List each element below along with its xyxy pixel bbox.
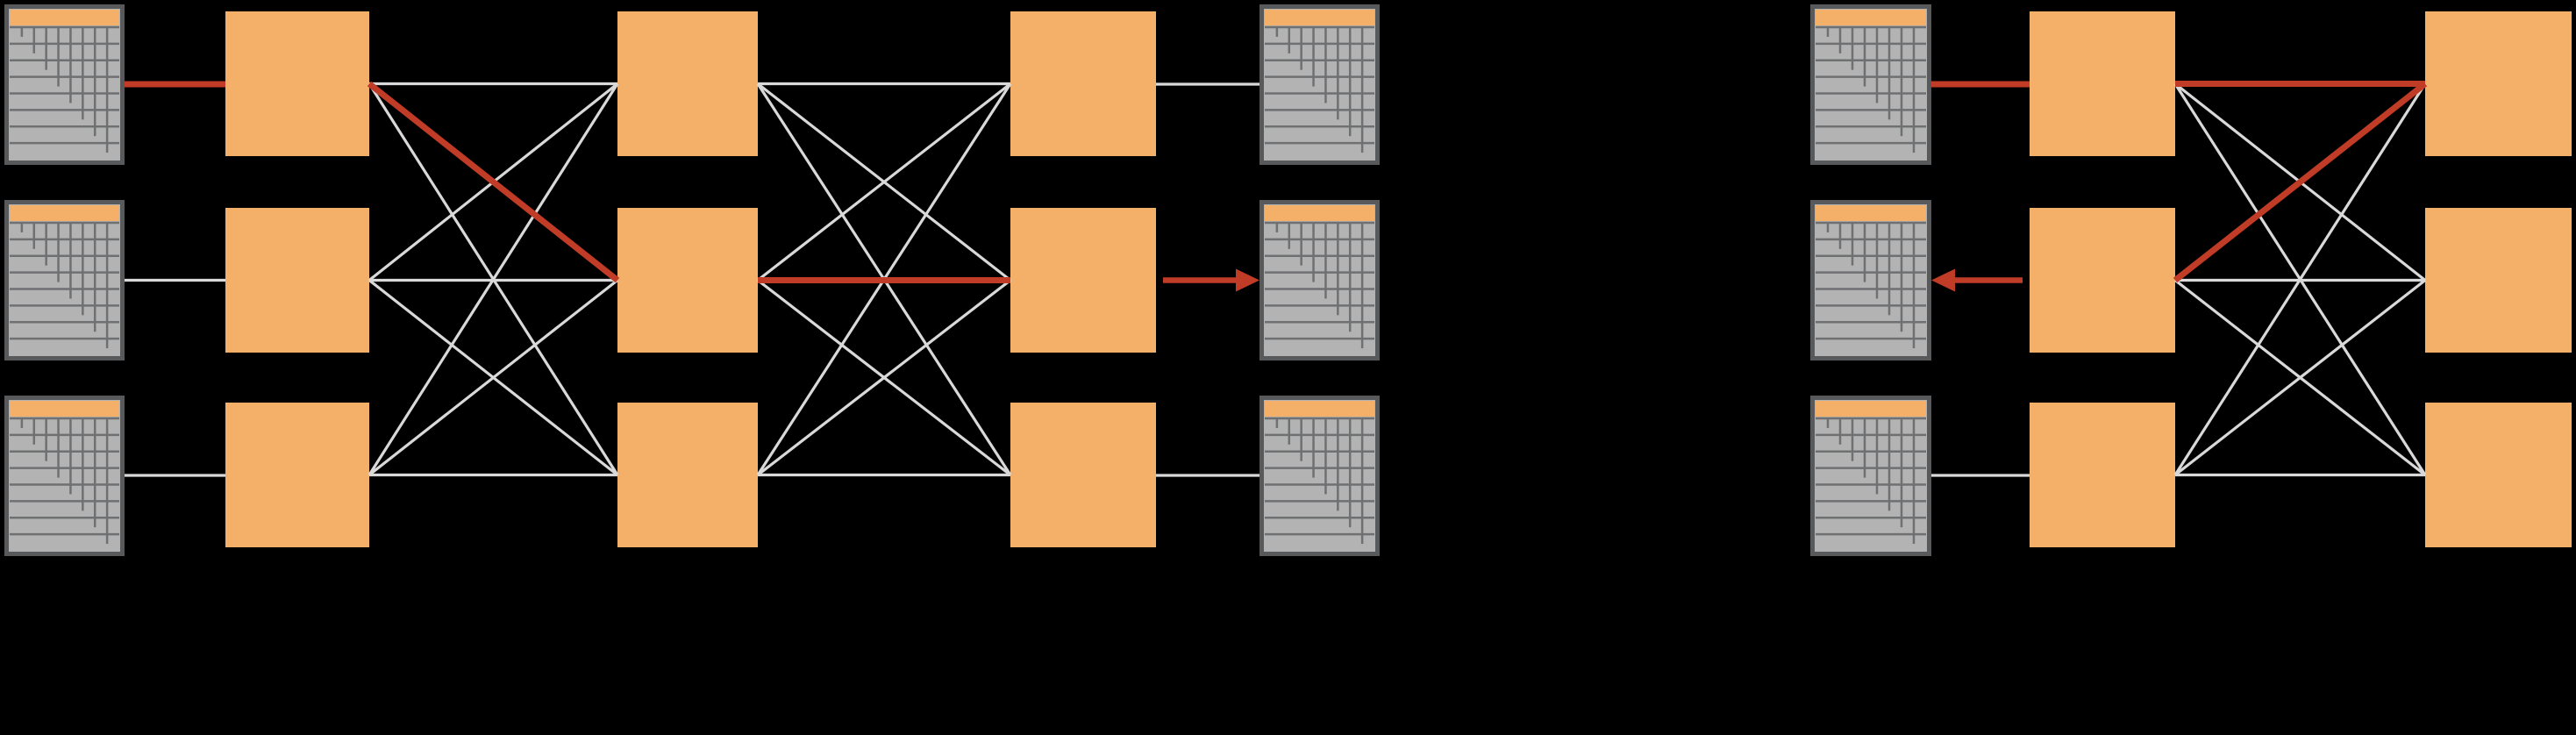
rack-header-bar	[1265, 205, 1374, 221]
network-link	[368, 279, 618, 476]
network-link	[2173, 82, 2427, 476]
path-arrowhead	[1931, 268, 1955, 292]
server-rack-icon	[4, 200, 125, 360]
network-link	[757, 82, 1011, 282]
rack-body	[1259, 4, 1380, 165]
rack-body	[1810, 200, 1931, 360]
path-arrowhead	[1236, 268, 1259, 292]
server-rack-icon	[1810, 200, 1931, 360]
server-rack-icon	[1810, 4, 1931, 165]
network-link	[367, 82, 619, 476]
rack-header-bar	[1265, 10, 1374, 25]
switch-node	[225, 11, 369, 156]
server-rack-icon	[1810, 396, 1931, 556]
rack-header-bar	[1816, 10, 1926, 25]
rack-header-bar	[1265, 401, 1374, 417]
rack-header-bar	[10, 205, 119, 221]
rack-header-bar	[1816, 401, 1926, 417]
switch-node	[1010, 208, 1156, 353]
rack-header-bar	[10, 10, 119, 25]
network-link	[757, 279, 1011, 476]
network-link	[2174, 279, 2426, 476]
rack-body	[4, 4, 125, 165]
switch-node	[2425, 403, 2572, 547]
switch-node	[2030, 403, 2175, 547]
rack-body	[1810, 396, 1931, 556]
switch-node	[225, 208, 369, 353]
rack-header-bar	[10, 401, 119, 417]
rack-body	[4, 200, 125, 360]
server-rack-icon	[1259, 4, 1380, 165]
server-rack-icon	[1259, 396, 1380, 556]
switch-node	[225, 403, 369, 547]
switch-node	[1010, 403, 1156, 547]
diagram-three-stage-clos	[4, 4, 1380, 556]
rack-body	[4, 396, 125, 556]
switch-node	[2425, 11, 2572, 156]
rack-header-bar	[1816, 205, 1926, 221]
rack-body	[1259, 200, 1380, 360]
switch-node	[1010, 11, 1156, 156]
highlighted-path-segment	[367, 81, 620, 283]
highlighted-path-segment	[2173, 81, 2428, 283]
switch-node	[617, 11, 758, 156]
server-rack-icon	[1259, 200, 1380, 360]
rack-body	[1810, 4, 1931, 165]
rack-body	[1259, 396, 1380, 556]
diagram-two-stage-folded-clos	[1810, 4, 2572, 556]
server-rack-icon	[4, 396, 125, 556]
switch-node	[617, 208, 758, 353]
server-rack-icon	[4, 4, 125, 165]
switch-node	[2425, 208, 2572, 353]
switch-node	[617, 403, 758, 547]
switch-node	[2030, 11, 2175, 156]
switch-node	[2030, 208, 2175, 353]
